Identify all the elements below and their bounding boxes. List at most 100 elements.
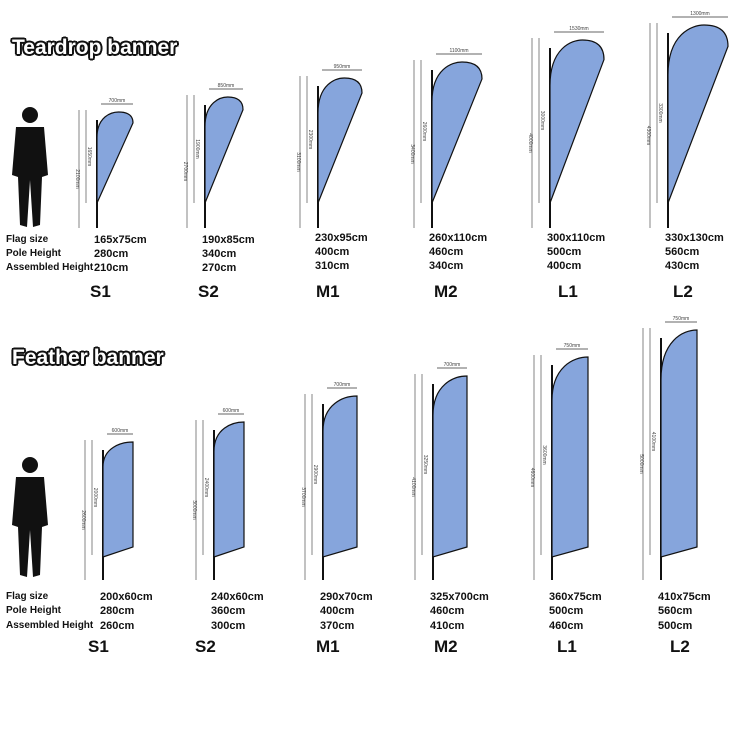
size-code: S1 xyxy=(90,282,111,301)
flag-value: 300x110cm xyxy=(547,232,606,244)
banner-flag xyxy=(668,25,728,203)
pole-value: 280cm xyxy=(100,605,135,617)
size-code: M1 xyxy=(316,637,340,656)
assembled-value: 310cm xyxy=(315,260,350,272)
banner-flag-outline xyxy=(431,61,483,204)
pole-value: 360cm xyxy=(211,605,246,617)
flag-value: 190x85cm xyxy=(202,234,255,246)
assembled-value: 340cm xyxy=(429,260,464,272)
teardrop-title: Teardrop banner xyxy=(12,36,178,59)
banner-flag xyxy=(552,357,588,557)
banner-flag xyxy=(432,62,482,203)
size-code: S1 xyxy=(88,637,109,656)
banner-flag xyxy=(433,376,467,557)
total-height-dim-label: 2100mm xyxy=(74,169,80,188)
total-height-dim-label: 3400mm xyxy=(409,144,415,163)
width-dim-label: 600mm xyxy=(223,408,240,414)
flag-height-dim-label: 2600mm xyxy=(421,122,427,141)
person-body xyxy=(12,477,48,577)
banner-flag-outline xyxy=(667,24,729,204)
flag-value: 410x75cm xyxy=(658,591,711,603)
pole-value: 460cm xyxy=(430,605,465,617)
width-dim-label: 700mm xyxy=(109,98,126,104)
row-label: Pole Height xyxy=(6,605,62,616)
width-dim-label: 850mm xyxy=(218,83,235,89)
row-label: Flag size xyxy=(6,591,49,602)
size-code: L2 xyxy=(670,637,690,656)
banner-flag-outline xyxy=(660,329,698,558)
flag-value: 165x75cm xyxy=(94,234,147,246)
pole-value: 280cm xyxy=(94,248,129,260)
assembled-value: 500cm xyxy=(658,620,693,632)
size-code: S2 xyxy=(195,637,216,656)
total-height-dim-label: 5000mm xyxy=(638,454,644,473)
row-label: Flag size xyxy=(6,234,49,245)
size-code: L1 xyxy=(558,282,578,301)
banner-flag xyxy=(205,97,243,203)
assembled-value: 400cm xyxy=(547,260,582,272)
size-code: M2 xyxy=(434,637,458,656)
flag-value: 260x110cm xyxy=(429,232,488,244)
total-height-dim-label: 2700mm xyxy=(182,162,188,181)
flag-value: 290x70cm xyxy=(320,591,373,603)
flag-height-dim-label: 4100mm xyxy=(650,432,656,451)
banner-flag-outline xyxy=(432,375,468,558)
person-head xyxy=(22,457,38,473)
pole-value: 500cm xyxy=(549,605,584,617)
person-silhouette-icon xyxy=(12,457,48,577)
assembled-value: 430cm xyxy=(665,260,700,272)
flag-height-dim-label: 1650mm xyxy=(86,147,92,166)
width-dim-label: 600mm xyxy=(112,428,129,434)
width-dim-label: 950mm xyxy=(334,64,351,70)
width-dim-label: 1300mm xyxy=(690,11,709,17)
banner-flag-outline xyxy=(204,96,244,204)
banner-flag-outline xyxy=(102,441,134,558)
size-code: M2 xyxy=(434,282,458,301)
assembled-value: 370cm xyxy=(320,620,355,632)
row-label: Assembled Height xyxy=(6,262,94,273)
flag-value: 200x60cm xyxy=(100,591,153,603)
flag-height-dim-label: 1900mm xyxy=(194,139,200,158)
flag-value: 240x60cm xyxy=(211,591,264,603)
row-label: Pole Height xyxy=(6,248,62,259)
size-code: M1 xyxy=(316,282,340,301)
width-dim-label: 1530mm xyxy=(569,26,588,32)
assembled-value: 270cm xyxy=(202,262,237,274)
banner-flag xyxy=(214,422,244,557)
total-height-dim-label: 4300mm xyxy=(645,126,651,145)
pole-value: 400cm xyxy=(315,246,350,258)
banner-m1: 950mm 3100mm 2300mm xyxy=(295,64,363,228)
banner-flag xyxy=(318,78,362,203)
person-silhouette-icon xyxy=(12,107,48,227)
assembled-value: 410cm xyxy=(430,620,465,632)
width-dim-label: 700mm xyxy=(334,382,351,388)
width-dim-label: 700mm xyxy=(444,362,461,368)
banner-m2: 1100mm 3400mm 2600mm xyxy=(409,48,483,228)
row-label: Assembled Height xyxy=(6,620,94,631)
flag-height-dim-label: 3250mm xyxy=(422,455,428,474)
banner-s1: 700mm 2100mm 1650mm xyxy=(74,98,134,228)
assembled-value: 300cm xyxy=(211,620,246,632)
banner-flag-outline xyxy=(549,39,605,204)
flag-height-dim-label: 2300mm xyxy=(307,130,313,149)
total-height-dim-label: 3000mm xyxy=(191,500,197,519)
banner-flag xyxy=(323,396,357,557)
total-height-dim-label: 3100mm xyxy=(295,152,301,171)
total-height-dim-label: 3700mm xyxy=(300,487,306,506)
banner-flag-outline xyxy=(96,111,134,204)
width-dim-label: 1100mm xyxy=(449,48,468,54)
person-body xyxy=(12,127,48,227)
assembled-value: 260cm xyxy=(100,620,135,632)
size-code: L1 xyxy=(557,637,577,656)
flag-height-dim-label: 3600mm xyxy=(541,445,547,464)
banner-flag xyxy=(103,442,133,557)
pole-value: 500cm xyxy=(547,246,582,258)
flag-value: 325x700cm xyxy=(430,591,489,603)
flag-height-dim-label: 2000mm xyxy=(92,488,98,507)
